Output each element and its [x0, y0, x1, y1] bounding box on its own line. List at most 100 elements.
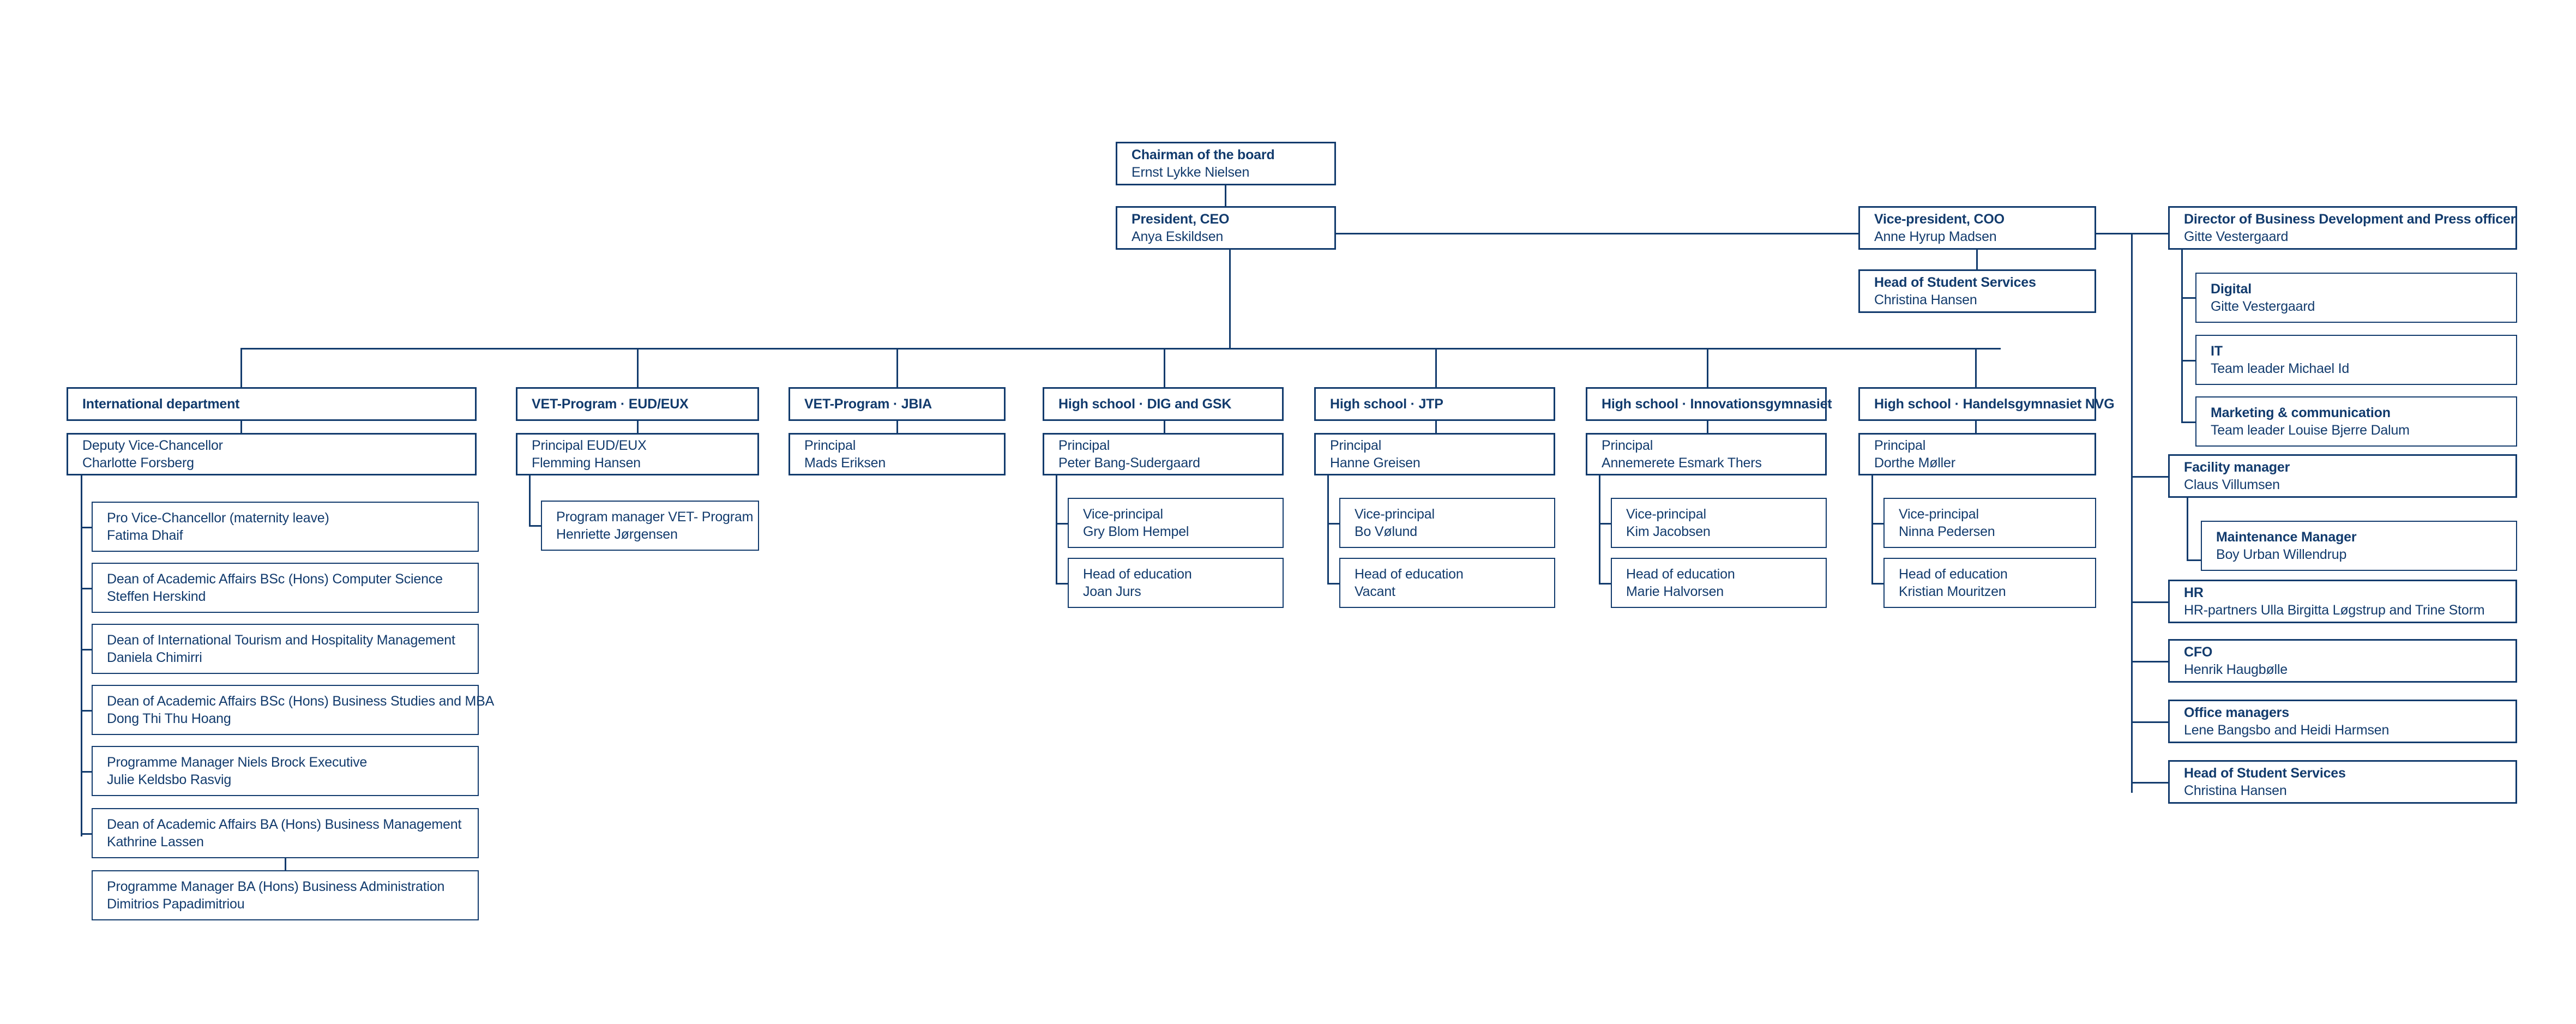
node-title: HR — [2184, 585, 2204, 600]
node-name: Hanne Greisen — [1330, 455, 1421, 471]
node-right-2[interactable]: HR HR-partners Ulla Birgitta Løgstrup an… — [2168, 580, 2517, 623]
node-col-0-grandchild[interactable]: Programme Manager BA (Hons) Business Adm… — [92, 870, 479, 920]
connector-bus-horizontal — [240, 348, 2001, 350]
node-title: Dean of International Tourism and Hospit… — [107, 633, 455, 648]
connector-bus-to-col-2 — [896, 348, 898, 387]
node-col-4-child-0[interactable]: Vice-principal Bo Vølund — [1339, 498, 1555, 548]
connector-col-3-child-0 — [1056, 523, 1069, 525]
node-name: Anne Hyrup Madsen — [1874, 229, 1997, 244]
connector-col-1-spine — [529, 475, 531, 527]
connector-col-5-header-to-lead — [1707, 421, 1708, 434]
node-col-0-child-4[interactable]: Programme Manager Niels Brock Executive … — [92, 746, 479, 796]
node-title: International department — [82, 396, 240, 412]
connector-bus-to-col-6 — [1975, 348, 1977, 387]
node-name: Christina Hansen — [2184, 783, 2287, 798]
node-title: Programme Manager BA (Hons) Business Adm… — [107, 879, 445, 894]
node-col-0-child-5[interactable]: Dean of Academic Affairs BA (Hons) Busin… — [92, 808, 479, 858]
node-right-0-child-0[interactable]: Digital Gitte Vestergaard — [2195, 273, 2517, 323]
connector-col-1-header-to-lead — [637, 421, 639, 434]
node-president-ceo[interactable]: President, CEO Anya Eskildsen — [1116, 206, 1336, 250]
node-right-4[interactable]: Office managers Lene Bangsbo and Heidi H… — [2168, 700, 2517, 743]
node-title: Digital — [2211, 281, 2252, 297]
connector-col-0-child-2 — [81, 649, 93, 650]
node-name: Ninna Pedersen — [1899, 524, 1995, 539]
node-name: Team leader Louise Bjerre Dalum — [2211, 423, 2410, 438]
connector-bus-to-col-5 — [1707, 348, 1708, 387]
connector-right-0-child-0 — [2181, 297, 2196, 299]
connector-right-0-child-1 — [2181, 360, 2196, 362]
node-title: Director of Business Development and Pre… — [2184, 212, 2516, 227]
node-col-6-lead[interactable]: Principal Dorthe Møller — [1858, 433, 2096, 475]
node-name: Steffen Herskind — [107, 589, 206, 604]
connector-right-0-child-2 — [2181, 421, 2196, 423]
node-title: Vice-principal — [1083, 507, 1163, 522]
connector-bus-to-col-1 — [637, 348, 639, 387]
node-col-1-lead[interactable]: Principal EUD/EUX Flemming Hansen — [516, 433, 759, 475]
node-col-0-header[interactable]: International department — [67, 387, 477, 421]
connector-col-0-child-3 — [81, 710, 93, 712]
node-col-0-child-1[interactable]: Dean of Academic Affairs BSc (Hons) Comp… — [92, 563, 479, 613]
node-chairman-of-the-board[interactable]: Chairman of the board Ernst Lykke Nielse… — [1116, 142, 1336, 185]
node-right-3[interactable]: CFO Henrik Haugbølle — [2168, 639, 2517, 683]
connector-col-0-child-5 — [81, 833, 93, 835]
node-col-1-child-0[interactable]: Program manager VET- Program Henriette J… — [541, 501, 759, 551]
node-col-0-child-0[interactable]: Pro Vice-Chancellor (maternity leave) Fa… — [92, 502, 479, 552]
connector-right-1-spine — [2187, 498, 2188, 561]
node-name: Lene Bangsbo and Heidi Harmsen — [2184, 722, 2390, 738]
node-col-6-header[interactable]: High school · Handelsgymnasiet NVG — [1858, 387, 2115, 421]
connector-col-1-child-0 — [529, 525, 542, 527]
node-name: Fatima Dhaif — [107, 528, 183, 543]
node-col-5-child-1[interactable]: Head of education Marie Halvorsen — [1611, 558, 1827, 608]
node-name: Gry Blom Hempel — [1083, 524, 1189, 539]
node-col-0-child-3[interactable]: Dean of Academic Affairs BSc (Hons) Busi… — [92, 685, 494, 735]
node-title: Office managers — [2184, 705, 2289, 720]
node-right-5[interactable]: Head of Student Services Christina Hanse… — [2168, 760, 2517, 804]
node-col-5-lead[interactable]: Principal Annemerete Esmark Thers — [1586, 433, 1827, 475]
node-title: Principal EUD/EUX — [532, 438, 647, 453]
node-name: HR-partners Ulla Birgitta Løgstrup and T… — [2184, 603, 2485, 618]
node-col-5-child-0[interactable]: Vice-principal Kim Jacobsen — [1611, 498, 1827, 548]
node-col-2-header[interactable]: VET-Program · JBIA — [789, 387, 1006, 421]
node-right-1[interactable]: Facility manager Claus Villumsen — [2168, 454, 2517, 498]
node-vice-president-coo[interactable]: Vice-president, COO Anne Hyrup Madsen — [1858, 206, 2096, 250]
node-col-1-header[interactable]: VET-Program · EUD/EUX — [516, 387, 759, 421]
node-name: Boy Urban Willendrup — [2216, 547, 2347, 562]
node-title: Vice-principal — [1899, 507, 1979, 522]
node-name: Henrik Haugbølle — [2184, 662, 2288, 677]
node-title: Programme Manager Niels Brock Executive — [107, 755, 368, 770]
node-title: Principal — [1874, 438, 1926, 453]
node-col-4-lead[interactable]: Principal Hanne Greisen — [1314, 433, 1555, 475]
connector-col-0-child-0 — [81, 527, 93, 528]
connector-bus-to-col-3 — [1164, 348, 1165, 387]
node-col-6-child-1[interactable]: Head of education Kristian Mouritzen — [1883, 558, 2096, 608]
node-col-0-child-2[interactable]: Dean of International Tourism and Hospit… — [92, 624, 479, 674]
node-title: Principal — [1058, 438, 1110, 453]
node-right-0-child-1[interactable]: IT Team leader Michael Id — [2195, 335, 2517, 385]
node-title: Head of Student Services — [2184, 766, 2346, 781]
node-col-0-lead[interactable]: Deputy Vice-Chancellor Charlotte Forsber… — [67, 433, 477, 475]
node-name: Christina Hansen — [1874, 292, 1977, 308]
node-title: Pro Vice-Chancellor (maternity leave) — [107, 510, 329, 526]
node-title: Dean of Academic Affairs BSc (Hons) Comp… — [107, 571, 443, 587]
node-right-0-child-2[interactable]: Marketing & communication Team leader Lo… — [2195, 396, 2517, 447]
node-name: Marie Halvorsen — [1626, 584, 1724, 599]
node-col-3-lead[interactable]: Principal Peter Bang-Sudergaard — [1043, 433, 1284, 475]
node-name: Anya Eskildsen — [1131, 229, 1224, 244]
node-col-3-header[interactable]: High school · DIG and GSK — [1043, 387, 1284, 421]
node-title: Vice-principal — [1626, 507, 1706, 522]
node-col-3-child-0[interactable]: Vice-principal Gry Blom Hempel — [1068, 498, 1284, 548]
node-right-1-child-0[interactable]: Maintenance Manager Boy Urban Willendrup — [2201, 521, 2517, 571]
connector-col-2-header-to-lead — [896, 421, 898, 434]
node-col-2-lead[interactable]: Principal Mads Eriksen — [789, 433, 1006, 475]
node-col-5-header[interactable]: High school · Innovationsgymnasiet — [1586, 387, 1832, 421]
node-col-4-header[interactable]: High school · JTP — [1314, 387, 1555, 421]
node-col-3-child-1[interactable]: Head of education Joan Jurs — [1068, 558, 1284, 608]
node-col-6-child-0[interactable]: Vice-principal Ninna Pedersen — [1883, 498, 2096, 548]
node-right-0[interactable]: Director of Business Development and Pre… — [2168, 206, 2517, 250]
connector-right-0-spine — [2181, 250, 2183, 423]
connector-right-4 — [2131, 721, 2169, 723]
connector-col-5-child-0 — [1599, 523, 1612, 525]
connector-col-3-header-to-lead — [1164, 421, 1165, 434]
node-col-4-child-1[interactable]: Head of education Vacant — [1339, 558, 1555, 608]
node-coo-head-of-student-services[interactable]: Head of Student Services Christina Hanse… — [1858, 269, 2096, 313]
